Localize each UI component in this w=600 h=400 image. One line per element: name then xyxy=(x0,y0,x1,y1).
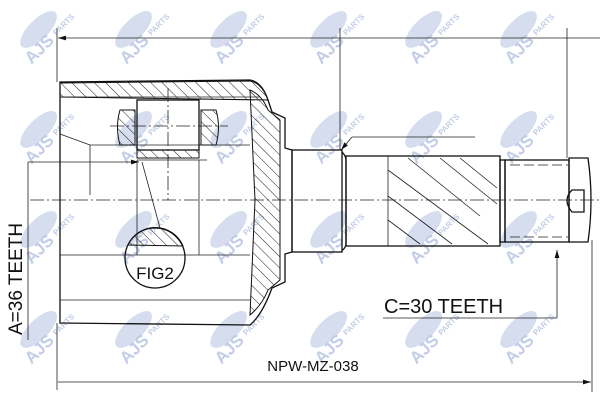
bottom-dimension xyxy=(56,240,593,392)
fig2-label: FIG2 xyxy=(136,264,174,283)
joint-housing xyxy=(59,79,293,326)
fig2-callout xyxy=(124,226,186,289)
c-teeth-leader xyxy=(383,250,560,319)
shaft xyxy=(30,149,600,253)
a-teeth-leader xyxy=(27,159,139,340)
c-teeth-label: C=30 TEETH xyxy=(384,296,503,318)
a-teeth-label: A=36 TEETH xyxy=(6,223,27,335)
part-number: NPW-MZ-038 xyxy=(267,358,358,375)
top-dimension xyxy=(56,28,600,158)
